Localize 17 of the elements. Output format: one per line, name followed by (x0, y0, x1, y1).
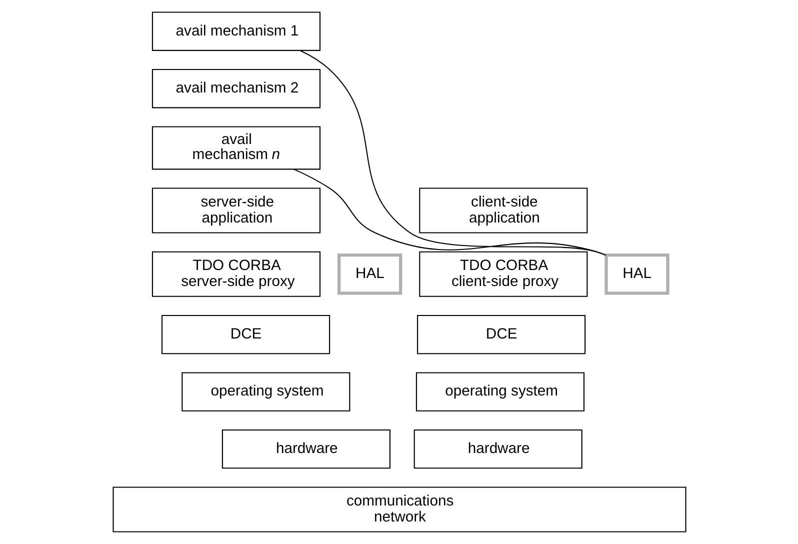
node-box: operating system (181, 372, 350, 412)
node-box: server-side application (151, 188, 320, 234)
node-box: HAL (336, 253, 402, 295)
node-box: HAL (604, 253, 669, 295)
node-box: avail mechanism 2 (151, 68, 320, 108)
node-box: hardware (221, 429, 390, 469)
node-box: DCE (416, 314, 586, 354)
node-box: communications network (112, 486, 686, 532)
node-box: hardware (413, 429, 582, 469)
node-box: avail mechanism 1 (151, 12, 320, 51)
node-box: TDO CORBA server-side proxy (151, 251, 320, 297)
node-box: avail mechanism n (151, 126, 320, 170)
node-box: client-side application (418, 188, 588, 234)
node-box: TDO CORBA client-side proxy (418, 251, 588, 297)
connector (293, 168, 606, 256)
node-box: DCE (160, 314, 330, 354)
node-box: operating system (415, 372, 584, 412)
